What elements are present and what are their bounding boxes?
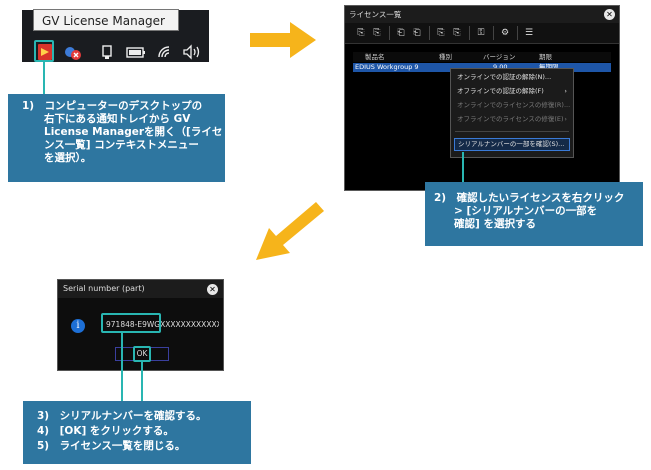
arrow-right-icon [250, 22, 316, 58]
callout-connector [121, 333, 123, 401]
tooltip: GV License Manager [33, 9, 179, 31]
close-icon[interactable]: ✕ [604, 9, 615, 20]
callout-line: License Managerを開く（[ライセ [44, 126, 223, 138]
list-icon[interactable]: ☰ [524, 28, 534, 38]
battery-icon[interactable] [126, 44, 146, 60]
column-version[interactable]: バージョン [483, 53, 516, 61]
key-icon[interactable]: ⚿ [477, 28, 485, 38]
deactivate-online-icon[interactable]: ⎗ [397, 28, 405, 38]
callout-line: 2) 確認したいライセンスを右クリック [434, 192, 625, 204]
wifi-icon[interactable] [157, 44, 173, 60]
submenu-arrow-icon: › [564, 87, 567, 95]
callout-line: 確認] を選択する [454, 218, 536, 230]
context-menu: オンラインでの認証の解除(N)... オフラインでの認証の解除(F) › オンライ… [450, 68, 574, 158]
callout-line: を選択）。 [44, 152, 92, 164]
toolbar-divider [469, 26, 470, 40]
step2-callout: 2) 確認したいライセンスを右クリック > [シリアルナンバーの一部を 確認] … [425, 182, 643, 246]
arrow-down-left-icon [256, 202, 324, 260]
callout-line: 4) [OK] をクリックする。 [37, 425, 174, 437]
callout-line: > [シリアルナンバーの一部を [454, 205, 598, 217]
serial-highlight [101, 313, 161, 333]
table-row[interactable]: EDIUS Workgroup 9 9.00 無期限 [353, 63, 611, 72]
list-header: 製品名 種別 バージョン 期限 [353, 52, 611, 62]
volume-icon[interactable] [182, 44, 202, 60]
window-title: ライセンス一覧 [345, 6, 619, 23]
version-value: 9.00 [493, 63, 508, 71]
usb-icon[interactable] [100, 44, 114, 60]
network-error-icon[interactable] [64, 44, 82, 60]
serial-number-text: 971848-E9WGXXXXXXXXXXXX [106, 320, 219, 329]
expiry-value: 無期限 [539, 63, 559, 71]
callout-line: ンス一覧] コンテキストメニュー [44, 139, 199, 151]
gv-icon-highlight [34, 40, 54, 62]
ok-highlight [133, 346, 151, 362]
callout-line: 3) シリアルナンバーを確認する。 [37, 410, 207, 422]
activate-offline-icon[interactable]: ⎘ [373, 28, 381, 38]
gv-license-icon[interactable] [38, 44, 52, 60]
repair-offline-icon[interactable]: ⎘ [453, 28, 461, 38]
menu-item-check-serial[interactable]: シリアルナンバーの一部を確認(S)... [454, 138, 570, 151]
callout-line: 5) ライセンス一覧を閉じる。 [37, 440, 186, 452]
activate-online-icon[interactable]: ⎘ [357, 28, 365, 38]
submenu-arrow-icon: › [564, 115, 567, 123]
dialog-title: Serial number (part) [58, 280, 223, 298]
callout-connector [43, 62, 45, 94]
callout-connector [141, 362, 143, 401]
callout-line: 1) コンピューターのデスクトップの [22, 100, 203, 112]
menu-item-online-repair[interactable]: オンラインでのライセンスの修復(R)... [457, 100, 571, 111]
column-type[interactable]: 種別 [439, 53, 452, 61]
menu-item-label: オフラインでの認証の解除(F) [457, 87, 544, 95]
deactivate-offline-icon[interactable]: ⎗ [413, 28, 421, 38]
toolbar-divider [517, 26, 518, 40]
toolbar-divider [389, 26, 390, 40]
step3-callout: 3) シリアルナンバーを確認する。 4) [OK] をクリックする。 5) ライ… [23, 401, 251, 464]
menu-separator [455, 131, 569, 132]
menu-item-label: オンラインでのライセンスの修復(R)... [457, 101, 571, 109]
settings-icon[interactable]: ⚙ [500, 28, 510, 38]
toolbar-divider [493, 26, 494, 40]
info-icon: i [71, 319, 85, 333]
toolbar-divider [429, 26, 430, 40]
repair-online-icon[interactable]: ⎘ [437, 28, 445, 38]
menu-item-label: シリアルナンバーの一部を確認(S)... [458, 140, 565, 148]
menu-item-label: オンラインでの認証の解除(N)... [457, 73, 552, 81]
column-expiry[interactable]: 期限 [539, 53, 552, 61]
toolbar: ⎘ ⎘ ⎗ ⎗ ⎘ ⎘ ⚿ ⚙ ☰ [345, 23, 619, 44]
step1-callout: 1) コンピューターのデスクトップの 右下にある通知トレイから GV Licen… [8, 94, 225, 182]
menu-item-online-deactivate[interactable]: オンラインでの認証の解除(N)... [457, 72, 569, 83]
callout-connector [462, 152, 464, 182]
menu-item-offline-repair[interactable]: オフラインでのライセンスの修復(E)› [457, 114, 569, 125]
product-name: EDIUS Workgroup 9 [355, 63, 419, 71]
menu-item-label: オフラインでのライセンスの修復(E) [457, 115, 564, 123]
column-product[interactable]: 製品名 [365, 53, 385, 61]
callout-line: 右下にある通知トレイから GV [44, 113, 191, 125]
menu-item-offline-deactivate[interactable]: オフラインでの認証の解除(F) › [457, 86, 569, 97]
close-icon[interactable]: ✕ [207, 284, 218, 295]
serial-number-dialog: Serial number (part) ✕ i 971848-E9WGXXXX… [57, 279, 224, 371]
